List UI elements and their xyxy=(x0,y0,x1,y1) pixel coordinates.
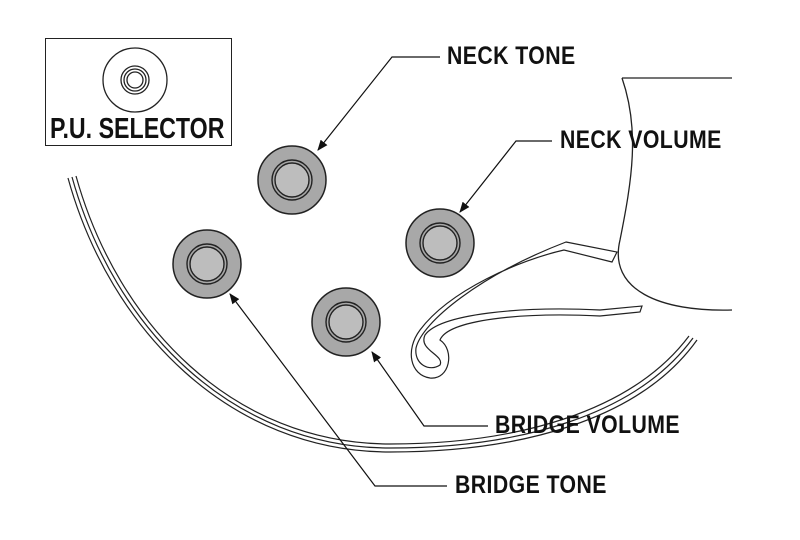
bridge-volume-leader-arrow xyxy=(371,351,488,427)
bridge-tone-label: BRIDGE TONE xyxy=(455,471,607,499)
pu-selector-label: P.U. SELECTOR xyxy=(50,113,225,145)
neck-tone-knob[interactable] xyxy=(257,145,327,215)
neck-volume-label: NECK VOLUME xyxy=(560,126,722,154)
bridge-volume-knob[interactable] xyxy=(311,287,381,357)
bridge-tone-knob[interactable] xyxy=(172,229,242,299)
bridge-tone-leader-arrow xyxy=(229,293,447,487)
neck-tone-leader-arrow xyxy=(317,56,440,151)
neck-tone-label: NECK TONE xyxy=(447,42,576,70)
pu-selector-switch-icon xyxy=(102,47,168,113)
neck-volume-knob[interactable] xyxy=(405,208,475,278)
neck-joint-outline xyxy=(617,77,733,311)
neck-volume-leader-arrow xyxy=(459,140,552,213)
bridge-volume-label: BRIDGE VOLUME xyxy=(495,411,680,439)
guitar-body-outline xyxy=(67,175,698,453)
pu-selector-box xyxy=(45,38,232,146)
f-hole xyxy=(410,241,643,379)
